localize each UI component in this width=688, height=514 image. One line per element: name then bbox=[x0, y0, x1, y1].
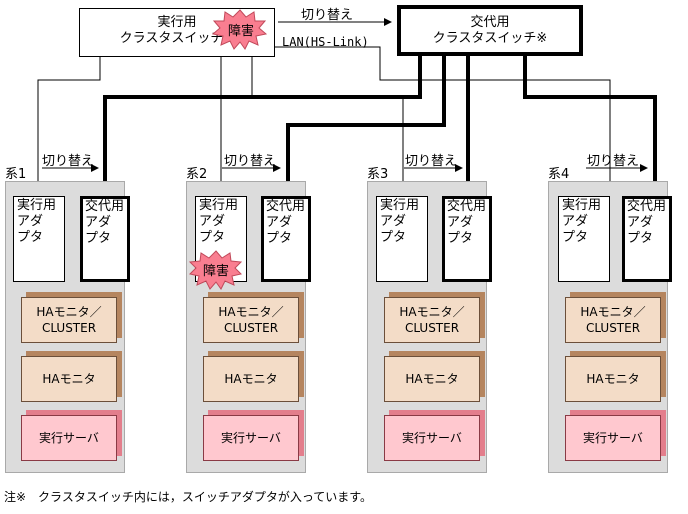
top-switch-label: 切り替え bbox=[301, 8, 354, 23]
adapter-text: プタ bbox=[85, 231, 112, 246]
adapter-text: アダ bbox=[562, 214, 589, 229]
ha-text: HAモニタ bbox=[42, 372, 96, 386]
ha-cluster-text: CLUSTER bbox=[223, 321, 279, 335]
failure-label-adapter: 障害 bbox=[202, 264, 229, 279]
alt-line-sys2 bbox=[286, 56, 446, 196]
adapter-text: アダ bbox=[17, 214, 44, 229]
adapter-text: アダ bbox=[380, 214, 407, 229]
system-4-active-adapter: 実行用 アダ プタ bbox=[558, 196, 610, 282]
system-4-ha-cluster: HAモニタ／ CLUSTER bbox=[565, 297, 661, 343]
adapter-text: プタ bbox=[266, 231, 293, 246]
system-2-switch-label: 切り替え bbox=[224, 154, 277, 169]
ha-cluster-text: CLUSTER bbox=[585, 321, 641, 335]
adapter-text: アダ bbox=[447, 215, 474, 230]
system-3-ha-monitor: HAモニタ bbox=[384, 356, 480, 402]
system-4-switch-label: 切り替え bbox=[587, 154, 640, 169]
adapter-text: プタ bbox=[199, 230, 226, 245]
standby-switch-line2: クラスタスイッチ※ bbox=[432, 31, 548, 46]
system-2-server: 実行サーバ bbox=[203, 415, 299, 461]
ha-text: HAモニタ bbox=[586, 372, 640, 386]
system-1-active-adapter: 実行用 アダ プタ bbox=[13, 196, 65, 282]
failure-label-switch: 障害 bbox=[227, 24, 254, 39]
system-3-standby-adapter: 交代用 アダ プタ bbox=[442, 196, 492, 282]
server-text: 実行サーバ bbox=[402, 431, 462, 445]
ha-cluster-text: HAモニタ／ bbox=[36, 305, 102, 319]
system-1-standby-adapter: 交代用 アダ プタ bbox=[80, 196, 130, 282]
lan-line-sys1 bbox=[37, 57, 101, 196]
adapter-text: 実行用 bbox=[199, 198, 239, 213]
ha-cluster-text: HAモニタ／ bbox=[399, 305, 465, 319]
server-text: 実行サーバ bbox=[221, 431, 281, 445]
footnote: 注※ クラスタスイッチ内には，スイッチアダプタが入っています。 bbox=[4, 490, 373, 504]
adapter-text: 交代用 bbox=[266, 199, 306, 214]
system-4-label: 系4 bbox=[548, 167, 570, 182]
lan-label: LAN(HS-Link) bbox=[282, 35, 369, 49]
ha-text: HAモニタ bbox=[405, 372, 459, 386]
system-1-switch-label: 切り替え bbox=[42, 154, 95, 169]
adapter-text: プタ bbox=[380, 230, 407, 245]
system-3-ha-cluster: HAモニタ／ CLUSTER bbox=[384, 297, 480, 343]
ha-cluster-text: HAモニタ／ bbox=[218, 305, 284, 319]
adapter-text: 交代用 bbox=[447, 199, 487, 214]
system-1-label: 系1 bbox=[5, 167, 27, 182]
ha-cluster-text: CLUSTER bbox=[404, 321, 460, 335]
adapter-text: 交代用 bbox=[85, 199, 125, 214]
ha-text: HAモニタ bbox=[224, 372, 278, 386]
lan-line-sys4 bbox=[275, 46, 611, 196]
system-2-ha-cluster: HAモニタ／ CLUSTER bbox=[203, 297, 299, 343]
failure-burst-icon-adapter bbox=[188, 250, 243, 290]
adapter-text: アダ bbox=[199, 214, 226, 229]
system-2-ha-monitor: HAモニタ bbox=[203, 356, 299, 402]
standby-cluster-switch: 交代用 クラスタスイッチ※ bbox=[397, 5, 583, 56]
adapter-text: プタ bbox=[447, 231, 474, 246]
adapter-text: プタ bbox=[562, 230, 589, 245]
system-4-server: 実行サーバ bbox=[565, 415, 661, 461]
alt-line-sys1 bbox=[103, 56, 422, 196]
standby-switch-line1: 交代用 bbox=[470, 15, 510, 30]
system-3-switch-label: 切り替え bbox=[405, 154, 458, 169]
server-text: 実行サーバ bbox=[583, 431, 643, 445]
adapter-text: 交代用 bbox=[627, 199, 667, 214]
ha-cluster-text: CLUSTER bbox=[41, 321, 97, 335]
alt-line-sys4 bbox=[523, 56, 657, 196]
system-1-ha-monitor: HAモニタ bbox=[21, 356, 117, 402]
system-1-ha-cluster: HAモニタ／ CLUSTER bbox=[21, 297, 117, 343]
adapter-text: アダ bbox=[627, 215, 654, 230]
system-3-label: 系3 bbox=[367, 167, 389, 182]
system-3-active-adapter: 実行用 アダ プタ bbox=[376, 196, 428, 282]
system-4-ha-monitor: HAモニタ bbox=[565, 356, 661, 402]
failure-burst-icon-switch bbox=[211, 9, 268, 50]
adapter-text: プタ bbox=[17, 230, 44, 245]
system-1-server: 実行サーバ bbox=[21, 415, 117, 461]
system-2-label: 系2 bbox=[186, 167, 208, 182]
ha-cluster-text: HAモニタ／ bbox=[580, 305, 646, 319]
system-3-server: 実行サーバ bbox=[384, 415, 480, 461]
active-switch-line1: 実行用 bbox=[157, 15, 197, 30]
adapter-text: アダ bbox=[85, 215, 112, 230]
adapter-text: プタ bbox=[627, 231, 654, 246]
adapter-text: 実行用 bbox=[17, 198, 57, 213]
adapter-text: 実行用 bbox=[562, 198, 602, 213]
system-4-standby-adapter: 交代用 アダ プタ bbox=[622, 196, 672, 282]
system-2-standby-adapter: 交代用 アダ プタ bbox=[261, 196, 311, 282]
adapter-text: 実行用 bbox=[380, 198, 420, 213]
active-switch-line2: クラスタスイッチ※ bbox=[119, 31, 235, 46]
adapter-text: アダ bbox=[266, 215, 293, 230]
server-text: 実行サーバ bbox=[39, 431, 99, 445]
